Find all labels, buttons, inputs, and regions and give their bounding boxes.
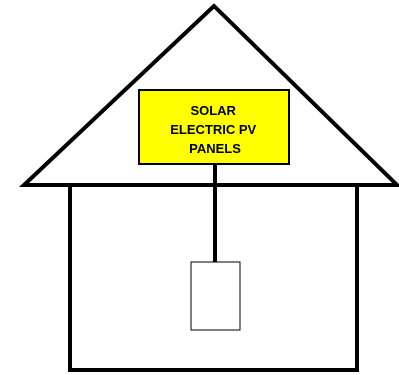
solar-panel-label-line-2: ELECTRIC PV	[170, 122, 256, 137]
solar-panel-label-line-1: SOLAR	[190, 103, 236, 118]
solar-panel-label-line-3: PANELS	[189, 141, 241, 156]
svg-text:SOLAR ELECTRIC PV PANE: SOLAR ELECTRIC PV PANELS	[170, 103, 260, 156]
solar-panel-box	[138, 89, 290, 165]
house-walls	[68, 186, 359, 372]
inverter-box	[190, 261, 241, 331]
